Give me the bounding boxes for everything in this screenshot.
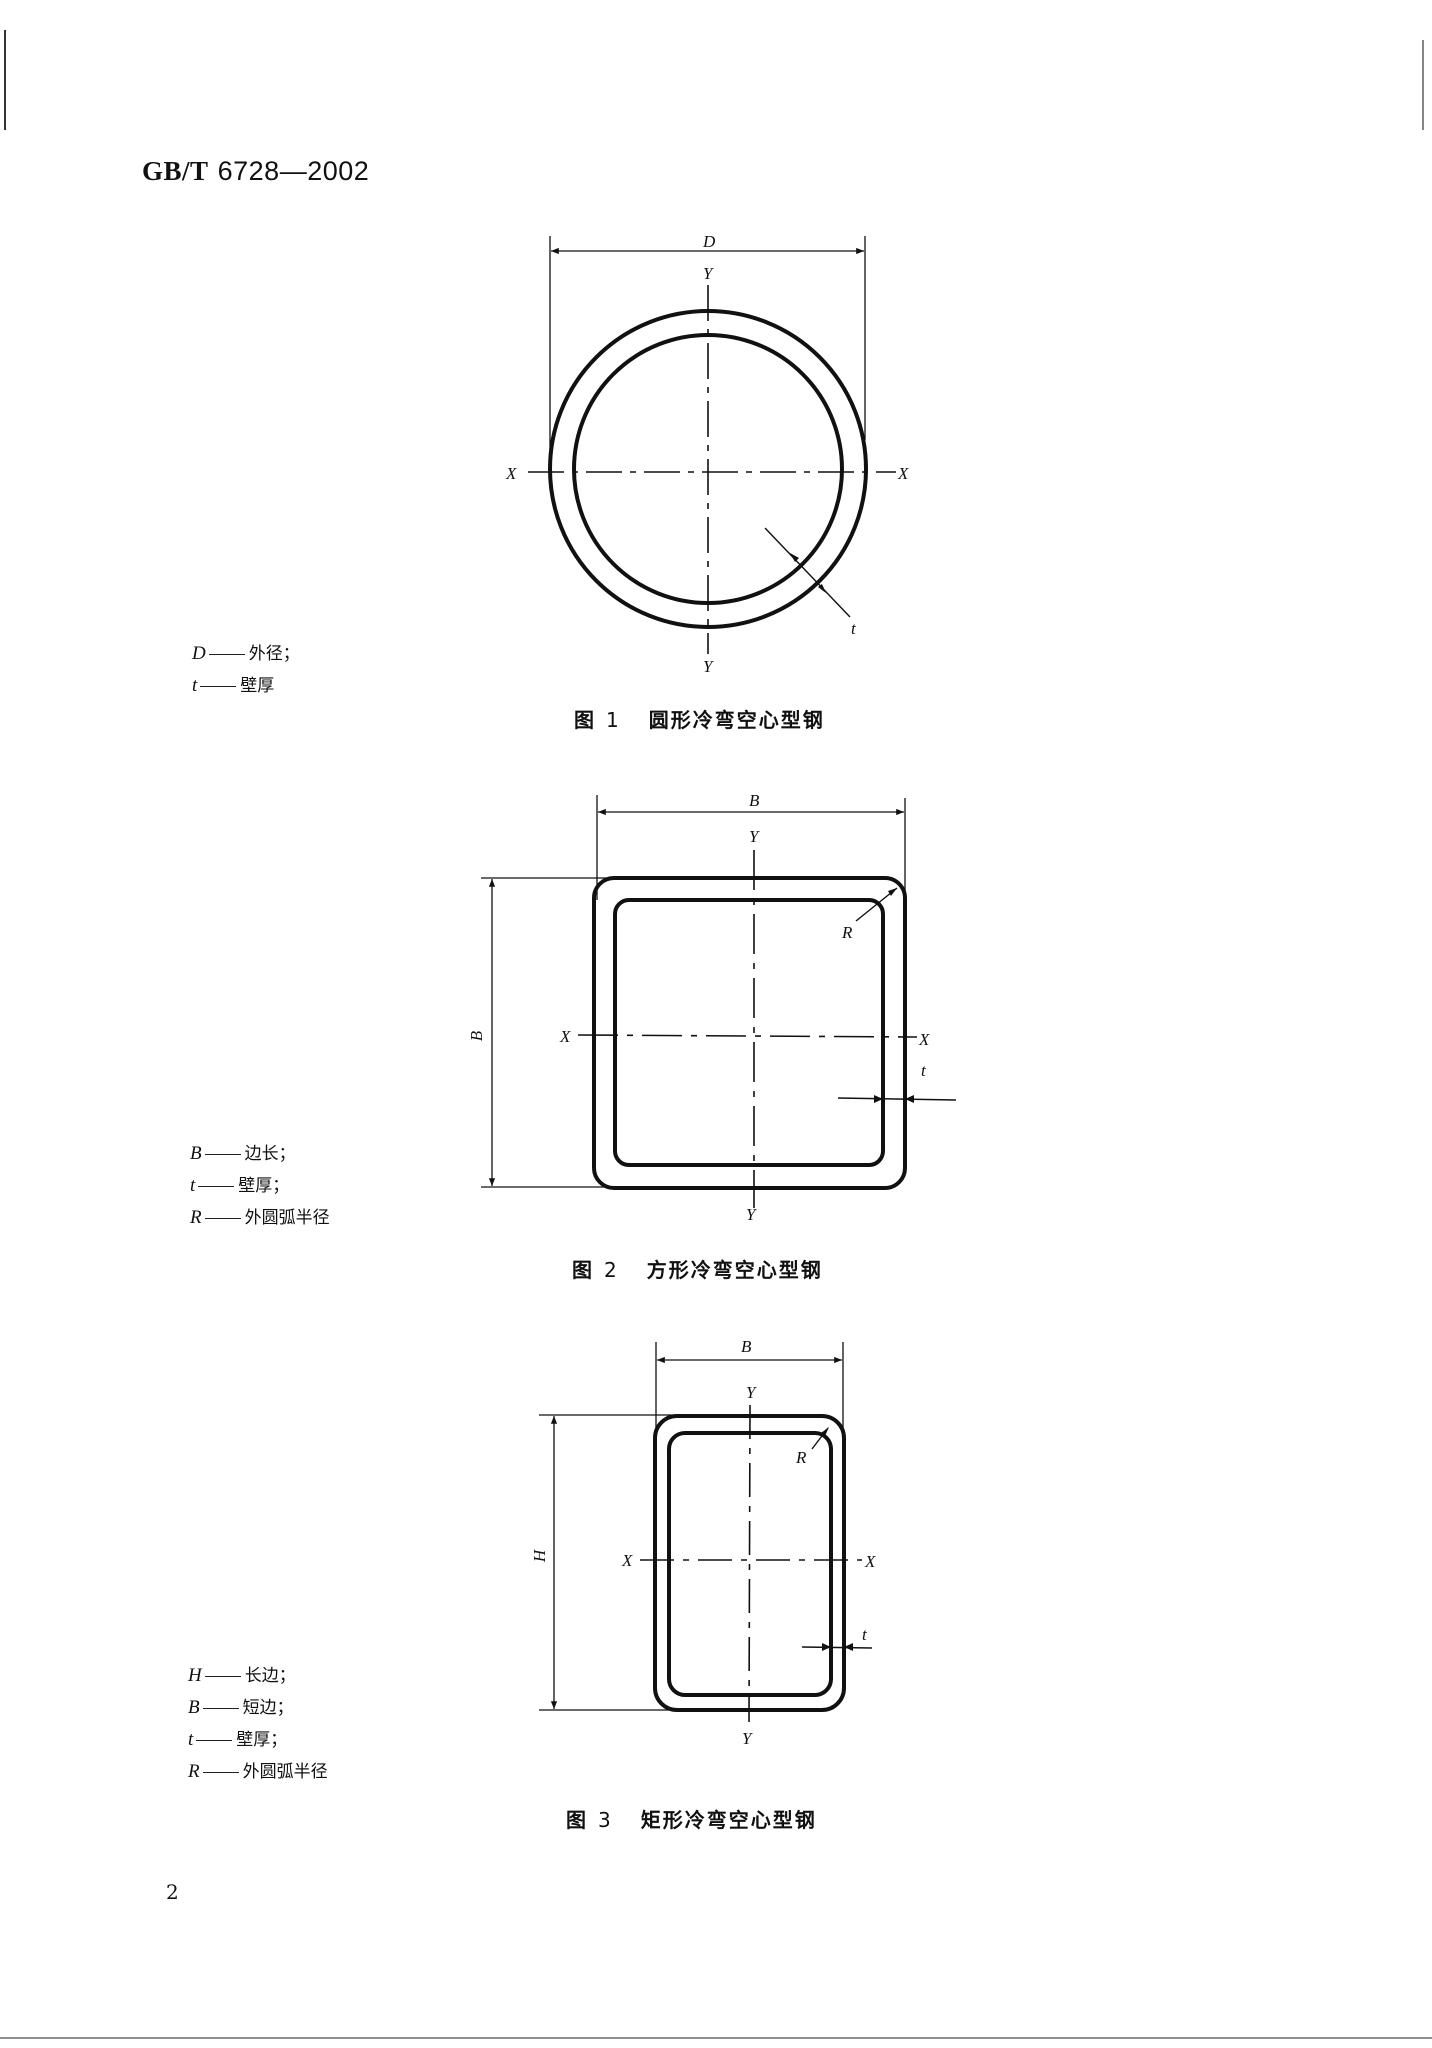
fig3-label-t: t: [862, 1625, 868, 1644]
fig1-label-x-left: X: [505, 464, 517, 483]
fig1-label-y-top: Y: [703, 264, 714, 283]
fig3-label-R: R: [795, 1448, 807, 1467]
fig2-label-t: t: [921, 1061, 927, 1080]
fig1-label-t: t: [851, 619, 857, 638]
fig3-label-x-right: X: [864, 1552, 876, 1571]
standard-prefix: GB/T: [142, 156, 209, 186]
fig3-label-x-left: X: [621, 1551, 633, 1570]
fig3-label-y-top: Y: [746, 1383, 757, 1402]
fig2-label-x-right: X: [918, 1030, 930, 1049]
fig1-label-D: D: [702, 232, 716, 251]
scan-edge-bottom: [0, 2037, 1432, 2039]
fig2-label-y-top: Y: [749, 827, 760, 846]
fig2-label-R: R: [841, 923, 853, 942]
fig2-label-B-top: B: [749, 791, 760, 810]
fig2-label-x-left: X: [559, 1027, 571, 1046]
fig2-label-y-bottom: Y: [746, 1205, 757, 1224]
standard-code: GB/T 6728—2002: [142, 156, 369, 187]
scan-edge-left: [4, 30, 6, 130]
fig1-label-y-bottom: Y: [703, 657, 714, 676]
scan-edge-right: [1422, 40, 1424, 130]
fig3-label-y-bottom: Y: [742, 1729, 753, 1748]
fig3-label-B-top: B: [741, 1337, 752, 1356]
standard-number: 6728—2002: [217, 156, 370, 186]
fig2-label-B-side: B: [467, 1030, 486, 1041]
fig1-label-x-right: X: [897, 464, 909, 483]
fig3-label-H-side: H: [530, 1548, 549, 1563]
page-number: 2: [166, 1880, 179, 1904]
